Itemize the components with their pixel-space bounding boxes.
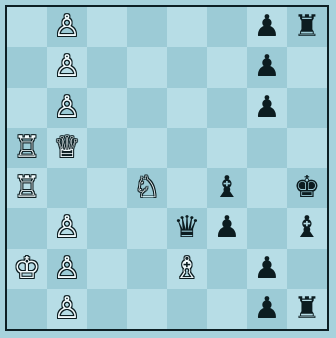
square-d5[interactable] bbox=[127, 128, 167, 168]
square-a7[interactable] bbox=[7, 47, 47, 87]
square-d7[interactable] bbox=[127, 47, 167, 87]
square-e7[interactable] bbox=[167, 47, 207, 87]
black-bishop-icon[interactable]: ♝ bbox=[294, 213, 321, 243]
white-rook-icon[interactable]: ♖ bbox=[14, 133, 41, 163]
square-b2[interactable]: ♙ bbox=[47, 249, 87, 289]
square-e3[interactable]: ♛ bbox=[167, 208, 207, 248]
square-c6[interactable] bbox=[87, 88, 127, 128]
square-g7[interactable]: ♟ bbox=[247, 47, 287, 87]
square-h7[interactable] bbox=[287, 47, 327, 87]
square-c2[interactable] bbox=[87, 249, 127, 289]
square-d3[interactable] bbox=[127, 208, 167, 248]
square-g2[interactable]: ♟ bbox=[247, 249, 287, 289]
square-f1[interactable] bbox=[207, 289, 247, 329]
square-f7[interactable] bbox=[207, 47, 247, 87]
white-pawn-icon[interactable]: ♙ bbox=[54, 294, 81, 324]
square-f2[interactable] bbox=[207, 249, 247, 289]
black-pawn-icon[interactable]: ♟ bbox=[254, 93, 281, 123]
white-rook-icon[interactable]: ♖ bbox=[14, 173, 41, 203]
black-pawn-icon[interactable]: ♟ bbox=[214, 213, 241, 243]
white-pawn-icon[interactable]: ♙ bbox=[54, 12, 81, 42]
square-b3[interactable]: ♙ bbox=[47, 208, 87, 248]
square-d8[interactable] bbox=[127, 7, 167, 47]
square-c3[interactable] bbox=[87, 208, 127, 248]
black-king-icon[interactable]: ♚ bbox=[294, 173, 321, 203]
square-a2[interactable]: ♔ bbox=[7, 249, 47, 289]
square-h6[interactable] bbox=[287, 88, 327, 128]
square-h4[interactable]: ♚ bbox=[287, 168, 327, 208]
square-f3[interactable]: ♟ bbox=[207, 208, 247, 248]
square-b5[interactable]: ♕ bbox=[47, 128, 87, 168]
square-c8[interactable] bbox=[87, 7, 127, 47]
black-pawn-icon[interactable]: ♟ bbox=[254, 294, 281, 324]
white-queen-icon[interactable]: ♕ bbox=[54, 133, 81, 163]
square-h5[interactable] bbox=[287, 128, 327, 168]
square-h3[interactable]: ♝ bbox=[287, 208, 327, 248]
square-e1[interactable] bbox=[167, 289, 207, 329]
square-b8[interactable]: ♙ bbox=[47, 7, 87, 47]
black-pawn-icon[interactable]: ♟ bbox=[254, 12, 281, 42]
square-d6[interactable] bbox=[127, 88, 167, 128]
black-bishop-icon[interactable]: ♝ bbox=[214, 173, 241, 203]
black-pawn-icon[interactable]: ♟ bbox=[254, 254, 281, 284]
square-e6[interactable] bbox=[167, 88, 207, 128]
square-h2[interactable] bbox=[287, 249, 327, 289]
square-b6[interactable]: ♙ bbox=[47, 88, 87, 128]
square-h8[interactable]: ♜ bbox=[287, 7, 327, 47]
white-bishop-icon[interactable]: ♗ bbox=[174, 254, 201, 284]
square-f8[interactable] bbox=[207, 7, 247, 47]
square-f5[interactable] bbox=[207, 128, 247, 168]
square-g4[interactable] bbox=[247, 168, 287, 208]
square-b4[interactable] bbox=[47, 168, 87, 208]
square-d2[interactable] bbox=[127, 249, 167, 289]
black-pawn-icon[interactable]: ♟ bbox=[254, 52, 281, 82]
square-a4[interactable]: ♖ bbox=[7, 168, 47, 208]
square-d4[interactable]: ♘ bbox=[127, 168, 167, 208]
square-c4[interactable] bbox=[87, 168, 127, 208]
square-e5[interactable] bbox=[167, 128, 207, 168]
square-d1[interactable] bbox=[127, 289, 167, 329]
square-a6[interactable] bbox=[7, 88, 47, 128]
square-g1[interactable]: ♟ bbox=[247, 289, 287, 329]
white-pawn-icon[interactable]: ♙ bbox=[54, 93, 81, 123]
square-h1[interactable]: ♜ bbox=[287, 289, 327, 329]
square-c7[interactable] bbox=[87, 47, 127, 87]
square-a8[interactable] bbox=[7, 7, 47, 47]
white-pawn-icon[interactable]: ♙ bbox=[54, 254, 81, 284]
white-pawn-icon[interactable]: ♙ bbox=[54, 52, 81, 82]
square-f4[interactable]: ♝ bbox=[207, 168, 247, 208]
square-g5[interactable] bbox=[247, 128, 287, 168]
white-pawn-icon[interactable]: ♙ bbox=[54, 213, 81, 243]
chess-board[interactable]: ♙ ♟ ♜ ♙ ♟ ♙ ♟ ♖ ♕ ♖ ♘ ♝ ♚ ♙ ♛ ♟ ♝ ♔ ♙ ♗ ♟ ♙ ♟ ♜ bbox=[5, 5, 329, 331]
square-g8[interactable]: ♟ bbox=[247, 7, 287, 47]
square-e2[interactable]: ♗ bbox=[167, 249, 207, 289]
square-g6[interactable]: ♟ bbox=[247, 88, 287, 128]
square-a1[interactable] bbox=[7, 289, 47, 329]
black-rook-icon[interactable]: ♜ bbox=[294, 12, 321, 42]
black-rook-icon[interactable]: ♜ bbox=[294, 294, 321, 324]
square-a3[interactable] bbox=[7, 208, 47, 248]
white-knight-icon[interactable]: ♘ bbox=[134, 173, 161, 203]
square-e8[interactable] bbox=[167, 7, 207, 47]
square-b7[interactable]: ♙ bbox=[47, 47, 87, 87]
square-f6[interactable] bbox=[207, 88, 247, 128]
black-queen-icon[interactable]: ♛ bbox=[174, 213, 201, 243]
white-king-icon[interactable]: ♔ bbox=[14, 254, 41, 284]
square-g3[interactable] bbox=[247, 208, 287, 248]
square-c5[interactable] bbox=[87, 128, 127, 168]
square-c1[interactable] bbox=[87, 289, 127, 329]
square-e4[interactable] bbox=[167, 168, 207, 208]
square-a5[interactable]: ♖ bbox=[7, 128, 47, 168]
square-b1[interactable]: ♙ bbox=[47, 289, 87, 329]
